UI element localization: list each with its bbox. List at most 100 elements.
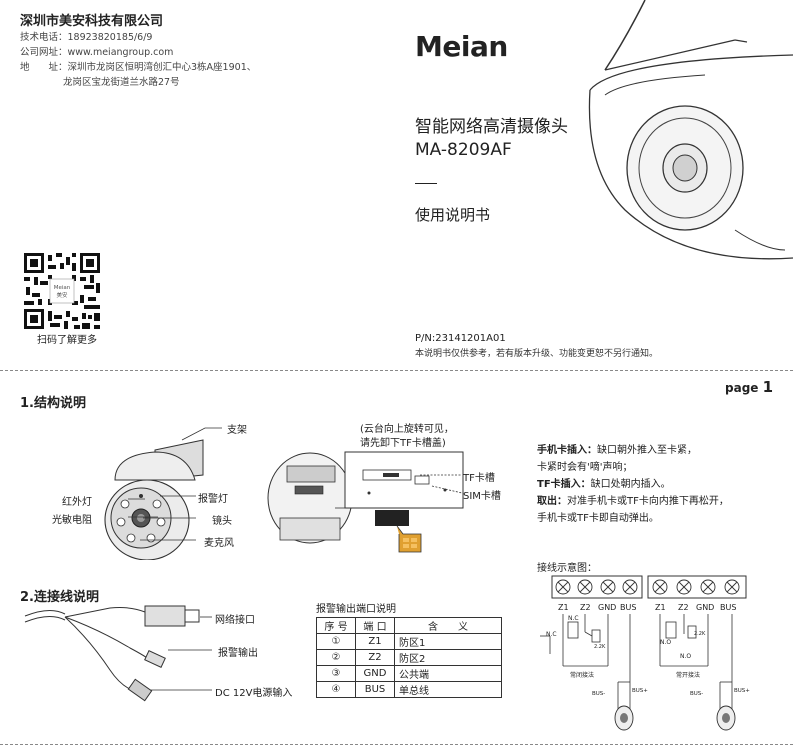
label-bracket: 支架 (227, 425, 247, 436)
title-dash (415, 183, 437, 184)
qr-code: Meian 美安 (24, 253, 100, 329)
address-label: 地 址： (20, 62, 68, 73)
section2-title: 2.连接线说明 (20, 590, 99, 605)
label-ir-light: 红外灯 (62, 497, 92, 508)
no-label: N.O (660, 639, 671, 646)
table-cell: Z1 (355, 633, 395, 650)
alarm-port-table: 序 号 端 口 含 义 ① Z1 防区1 ② Z2 防区2 ③ GND 公共端 … (316, 617, 502, 698)
bus-minus-right: BUS- (690, 691, 703, 697)
label-alarm-light: 报警灯 (198, 494, 228, 505)
nc-label: N.C (568, 615, 579, 622)
instruction-3-text: 缺口处朝内插入。 (590, 479, 671, 490)
table-cell: ② (316, 649, 356, 666)
terminal-gnd-b: GND (696, 603, 714, 612)
product-title: 智能网络高清摄像头 (415, 117, 568, 137)
bus-plus-left: BUS+ (632, 688, 648, 694)
terminal-bus: BUS (620, 603, 636, 612)
table-row: ① Z1 防区1 (316, 633, 502, 650)
instruction-3-key: TF卡插入： (537, 479, 591, 490)
terminal-gnd: GND (598, 603, 616, 612)
page-number: page 1 (725, 378, 773, 396)
label-network: 网络接口 (215, 615, 255, 626)
page-number-value: 1 (762, 378, 774, 396)
no-label-2: N.O (680, 653, 691, 660)
table-row: ③ GND 公共端 (316, 665, 502, 682)
instruction-4-text: 对准手机卡或TF卡向内推下再松开， (567, 496, 729, 507)
company-phone: 技术电话：18923820185/6/9 (20, 32, 153, 43)
manual-title: 使用说明书 (415, 206, 491, 224)
section-divider (0, 370, 793, 371)
terminal-z1-b: Z1 (655, 603, 666, 612)
table-header: 含 义 (394, 617, 502, 634)
table-header: 序 号 (316, 617, 356, 634)
rotate-note-2: 请先卸下TF卡槽盖) (360, 438, 446, 449)
no-mode-label: 常开接法 (676, 671, 700, 679)
label-photoresistor: 光敏电阻 (52, 515, 92, 526)
bus-minus-left: BUS- (592, 691, 605, 697)
disclaimer-notice: 本说明书仅供参考，若有版本升级、功能变更恕不另行通知。 (415, 349, 659, 359)
table-cell: 单总线 (394, 681, 502, 698)
instruction-5-text: 手机卡或TF卡即自动弹出。 (537, 513, 659, 524)
brand-logo: Meian (415, 30, 508, 63)
resistor-label-left: 2.2K (594, 644, 606, 650)
company-address: 地 址：深圳市龙岗区恒明湾创汇中心3栋A座1901、 (20, 59, 256, 73)
qr-caption: 扫码了解更多 (37, 335, 97, 346)
table-cell: BUS (355, 681, 395, 698)
table-cell: ④ (316, 681, 356, 698)
instruction-1-key: 手机卡插入： (537, 445, 597, 456)
page-prefix: page (725, 381, 759, 395)
terminal-z2-b: Z2 (678, 603, 689, 612)
table-cell: 防区1 (394, 633, 502, 650)
instruction-4: 取出：对准手机卡或TF卡向内推下再松开， (537, 492, 729, 507)
qr-logo-text-1: Meian (54, 285, 71, 291)
instruction-5: 手机卡或TF卡即自动弹出。 (537, 509, 659, 524)
label-tf-slot: TF卡槽 (463, 473, 495, 484)
instruction-1-text: 缺口朝外推入至卡紧， (597, 445, 697, 456)
bus-plus-right: BUS+ (734, 688, 750, 694)
instruction-1: 手机卡插入：缺口朝外推入至卡紧， (537, 441, 697, 456)
cable-illustration (24, 605, 200, 702)
company-name: 深圳市美安科技有限公司 (20, 14, 164, 29)
instruction-4-key: 取出： (537, 496, 567, 507)
label-sim-slot: SIM卡槽 (463, 491, 501, 502)
label-power: DC 12V电源输入 (215, 688, 293, 699)
wiring-diagram: Z1 Z2 GND BUS Z1 Z2 GND BUS N.C N.C 2.2K… (540, 575, 750, 731)
table-cell: 公共端 (394, 665, 502, 682)
section1-title: 1.结构说明 (20, 396, 86, 411)
label-alarm-out: 报警输出 (218, 648, 258, 659)
instruction-2-text: 卡紧时会有'嘀'声响； (537, 462, 633, 473)
label-lens: 镜头 (212, 516, 232, 527)
part-number: P/N:23141201A01 (415, 333, 506, 344)
terminal-bus-b: BUS (720, 603, 736, 612)
camera-cover-illustration (588, 0, 793, 260)
company-website: 公司网址：www.meiangroup.com (20, 47, 174, 58)
bottom-divider (0, 744, 793, 745)
alarm-table-title: 报警输出端口说明 (316, 604, 396, 615)
table-row: ② Z2 防区2 (316, 649, 502, 666)
table-row: ④ BUS 单总线 (316, 681, 502, 698)
table-cell: GND (355, 665, 395, 682)
terminal-z1: Z1 (558, 603, 569, 612)
address-line2: 龙岗区宝龙街道兰水路27号 (63, 77, 180, 88)
wiring-title: 接线示意图： (537, 563, 597, 574)
table-cell: 防区2 (394, 649, 502, 666)
nc-mode-label: 常闭接法 (570, 671, 594, 679)
label-mic: 麦克风 (204, 538, 234, 549)
table-cell: ③ (316, 665, 356, 682)
address-line1: 深圳市龙岗区恒明湾创汇中心3栋A座1901、 (67, 62, 257, 73)
instruction-3: TF卡插入：缺口处朝内插入。 (537, 475, 671, 490)
table-header: 端 口 (355, 617, 395, 634)
table-cell: ① (316, 633, 356, 650)
qr-logo-text-2: 美安 (56, 291, 68, 299)
terminal-z2: Z2 (580, 603, 591, 612)
resistor-label-right: 2.2K (694, 631, 706, 637)
rotate-note-1: (云台向上旋转可见， (360, 424, 454, 435)
card-slot-illustration (267, 451, 464, 553)
nc-label-outer: N.C (546, 631, 557, 638)
instruction-2: 卡紧时会有'嘀'声响； (537, 458, 633, 473)
table-cell: Z2 (355, 649, 395, 666)
table-header-row: 序 号 端 口 含 义 (316, 617, 502, 634)
